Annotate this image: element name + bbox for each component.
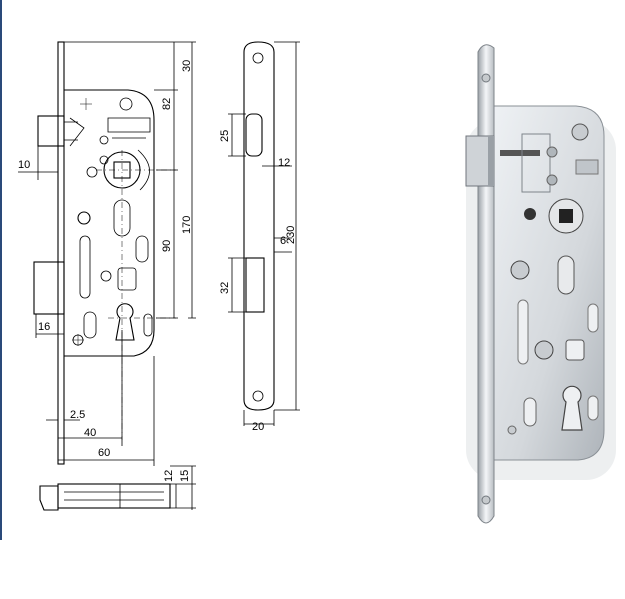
dim-230: 230 bbox=[285, 226, 297, 244]
photo-slot-lower bbox=[523, 397, 537, 427]
dim-2-5: 2.5 bbox=[70, 409, 85, 421]
square-block bbox=[117, 267, 137, 291]
bolt-dim-lines bbox=[170, 465, 196, 510]
latch-lever bbox=[107, 117, 151, 139]
dim-lines-bottom bbox=[46, 330, 155, 466]
dim-15: 15 bbox=[179, 470, 191, 482]
dead-bolt bbox=[33, 261, 65, 315]
left-edge-line bbox=[0, 0, 2, 540]
faceplate-front bbox=[57, 41, 65, 465]
slot-right-mid bbox=[135, 235, 149, 263]
faceplate-screw-bottom bbox=[252, 390, 264, 402]
dim-60: 60 bbox=[98, 447, 110, 459]
slot-oval-upper bbox=[113, 199, 131, 237]
latch-bolt bbox=[37, 115, 65, 147]
latch-tail bbox=[64, 117, 85, 147]
dim-16: 16 bbox=[38, 321, 50, 333]
photo-slot-oval bbox=[557, 255, 575, 295]
photo-slot-right bbox=[587, 303, 599, 333]
small-hole-1 bbox=[99, 135, 109, 145]
front-view: 30 82 170 90 10 16 2.5 40 60 bbox=[18, 41, 196, 466]
bolt-inner bbox=[64, 484, 164, 508]
photo-plate-screw-bottom bbox=[481, 495, 491, 505]
dim-12-side: 12 bbox=[278, 157, 290, 169]
slot-long-left bbox=[79, 235, 91, 299]
dim-25: 25 bbox=[219, 130, 231, 142]
photo-bottom-screw bbox=[507, 425, 517, 435]
photo-hole-1 bbox=[546, 146, 558, 158]
photo-slot-long bbox=[517, 299, 529, 365]
dim-170: 170 bbox=[181, 216, 193, 234]
dim-82: 82 bbox=[161, 98, 173, 110]
dim-lines-right bbox=[64, 41, 196, 319]
dim-10: 10 bbox=[18, 159, 30, 171]
slot-lower-left bbox=[83, 311, 97, 339]
dim-32: 32 bbox=[219, 282, 231, 294]
dim-40: 40 bbox=[84, 427, 96, 439]
photo-hole-2 bbox=[546, 174, 558, 186]
keyhole bbox=[115, 303, 135, 341]
latch-opening bbox=[245, 113, 263, 157]
photo-keyhole bbox=[561, 385, 583, 431]
bolt-profile bbox=[39, 485, 59, 511]
dim-20: 20 bbox=[252, 421, 264, 433]
dim-12-bolt: 12 bbox=[163, 470, 175, 482]
dim-30: 30 bbox=[181, 60, 193, 72]
photo-faceplate bbox=[477, 44, 495, 524]
photo-left-hole bbox=[524, 208, 536, 220]
centerline-follower bbox=[96, 150, 176, 440]
dim-line-170 bbox=[188, 90, 196, 319]
photo-spring-bracket bbox=[575, 159, 599, 175]
dim-6: 6 bbox=[280, 235, 286, 247]
bolt-view: 12 15 bbox=[39, 465, 196, 511]
photo-plate-screw-top bbox=[481, 73, 491, 83]
top-screw bbox=[119, 97, 133, 111]
photo-latch-bracket bbox=[521, 133, 551, 193]
dim-90: 90 bbox=[161, 240, 173, 252]
lock-case-outline bbox=[64, 89, 155, 357]
left-hole bbox=[86, 166, 98, 178]
faceplate-screw-top bbox=[252, 52, 264, 64]
photo-latch-shadow bbox=[488, 136, 494, 186]
bolt-body bbox=[57, 483, 171, 509]
small-hole-2 bbox=[99, 155, 109, 165]
photo-follower-square bbox=[559, 209, 573, 223]
photo-square-block bbox=[565, 339, 585, 361]
mid-screw-2 bbox=[100, 270, 112, 282]
lock-photo bbox=[465, 44, 616, 524]
photo-slot-lower-right bbox=[587, 395, 599, 421]
cross-mark-1 bbox=[72, 98, 92, 346]
photo-case bbox=[493, 105, 605, 461]
photo-mid-screw bbox=[510, 260, 530, 280]
faceplate-side bbox=[243, 41, 275, 411]
mid-screw bbox=[77, 211, 91, 225]
bolt-opening bbox=[245, 257, 265, 313]
dim-lines-left bbox=[18, 146, 64, 338]
side-dim-lines bbox=[228, 41, 300, 426]
slot-lower-right bbox=[143, 313, 153, 337]
photo-latch-spring bbox=[500, 150, 540, 156]
photo-mid-screw-2 bbox=[534, 340, 554, 360]
photo-top-screw bbox=[571, 123, 589, 141]
side-view: 25 12 6 230 32 20 bbox=[219, 41, 300, 433]
